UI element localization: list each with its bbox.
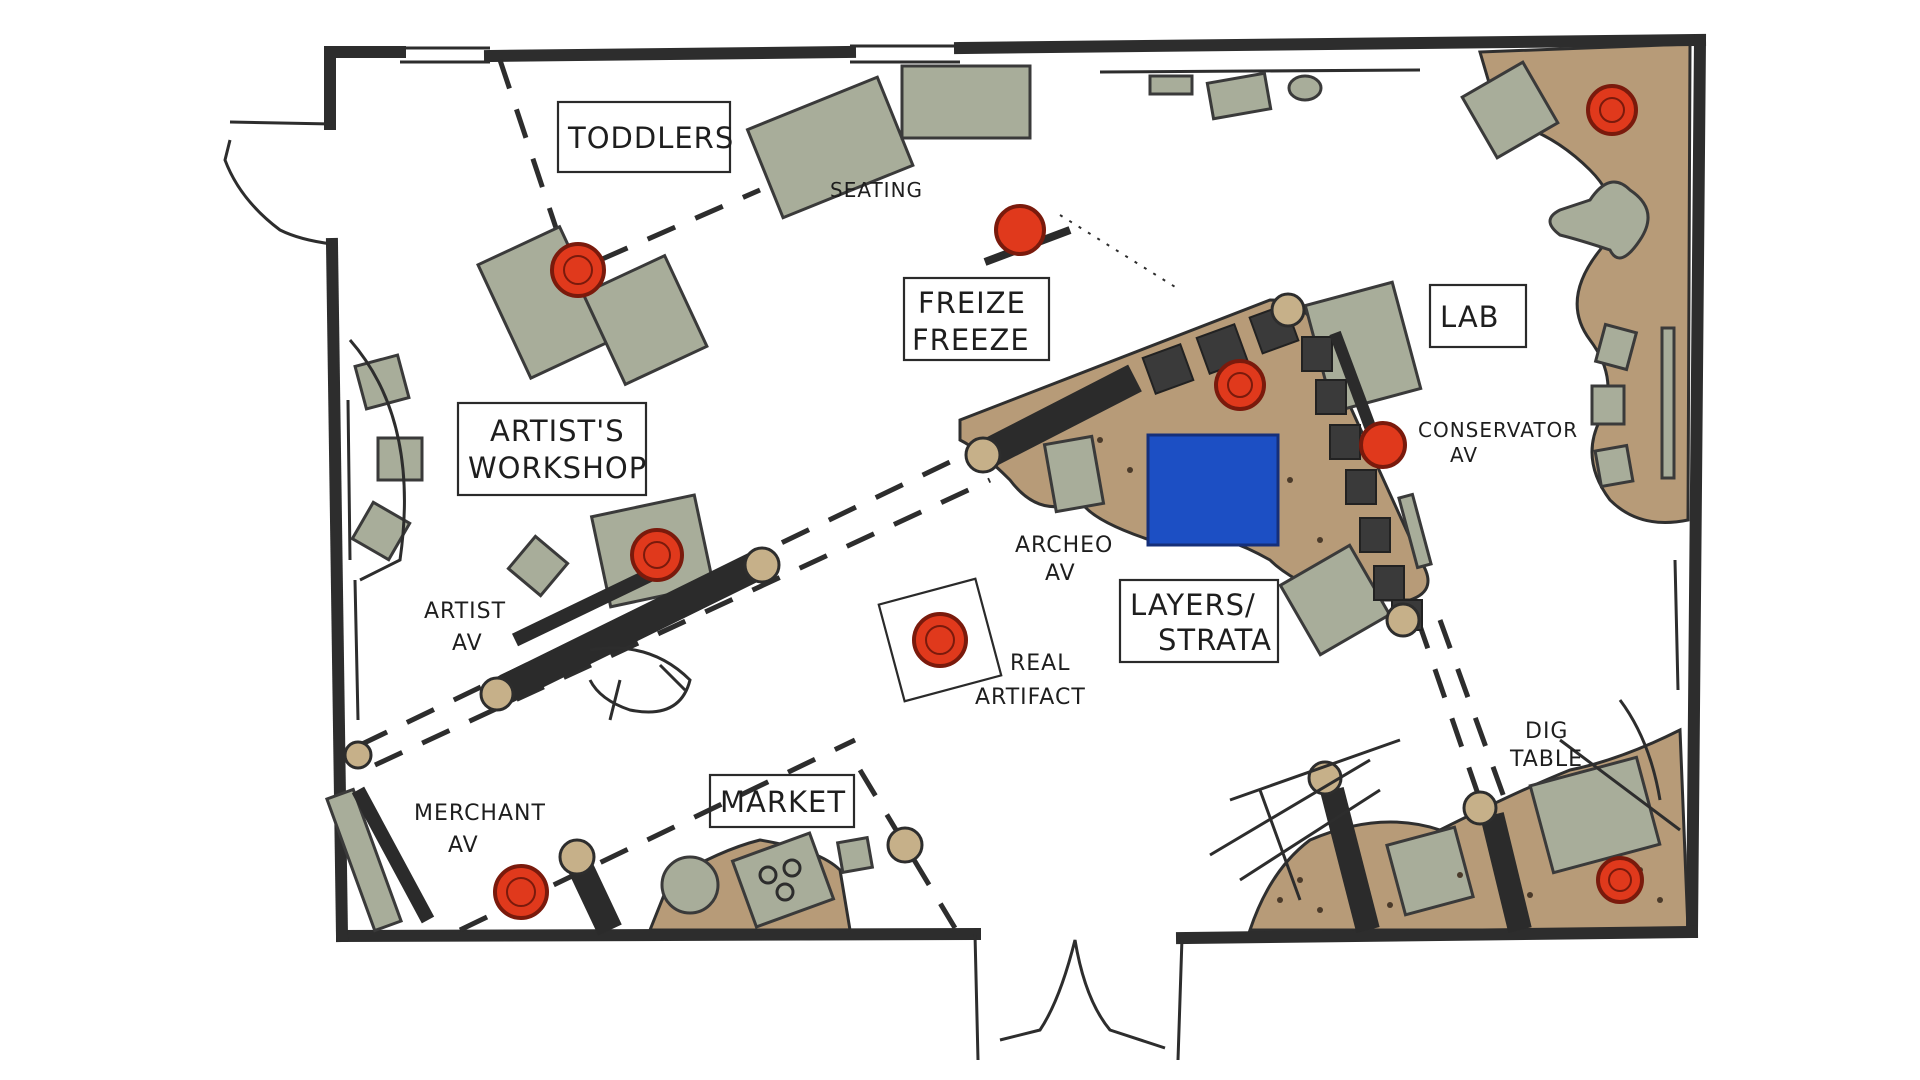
market-stall-dishes	[758, 858, 802, 902]
east-wall	[1685, 33, 1707, 939]
conservator-av-label-line2: AV	[1450, 443, 1478, 467]
real-artifact-label-line2: ARTIFACT	[975, 685, 1086, 710]
dig-side-bench	[1385, 825, 1475, 917]
freeze-dotted-line	[1059, 214, 1181, 291]
lab-corner-floor	[1478, 42, 1692, 524]
layers-label-box	[1118, 578, 1280, 664]
dig-post-b	[1480, 812, 1532, 933]
merchant-screen	[324, 787, 404, 933]
freize-label-line1: FREIZE	[918, 286, 1026, 320]
freize-label-box	[902, 276, 1051, 362]
freeze-display-rail	[978, 364, 1142, 469]
merchant-av-label-line1: MERCHANT	[414, 801, 546, 826]
artifact-markers	[493, 84, 1644, 920]
artists-workshop-label-line1: ARTIST'S	[490, 414, 625, 448]
north-wall-objects	[1148, 71, 1323, 121]
south-wall-west	[335, 927, 982, 943]
toddler-play-blocks	[476, 224, 709, 387]
dig-sightline-a	[1415, 619, 1483, 801]
artists-workshop-label-box	[456, 401, 648, 497]
north-window-frames	[400, 44, 1421, 74]
lab-chair	[1548, 180, 1650, 260]
real-artifact-pedestal	[877, 577, 1003, 703]
market-basket	[660, 855, 720, 915]
artist-av-label-line1: ARTIST	[424, 599, 506, 624]
archeo-av-label-line2: AV	[1045, 561, 1076, 586]
merchant-av-screen	[351, 786, 435, 924]
archeo-av-screen	[1146, 433, 1280, 547]
south-wall-east	[1175, 925, 1699, 945]
entrance-doors	[973, 933, 1184, 1061]
archeo-av-label-line1: ARCHEO	[1015, 533, 1113, 558]
artist-av-screen	[511, 568, 654, 647]
display-post-caps	[343, 292, 1498, 876]
market-stall	[730, 831, 836, 929]
artist-display-rail	[491, 549, 769, 707]
seating-benches	[745, 64, 1032, 220]
real-artifact-label-line1: REAL	[1010, 651, 1071, 676]
dig-tools	[1209, 699, 1681, 901]
diagonal-sightline-lower	[373, 477, 992, 768]
dig-sightline-b	[1437, 619, 1508, 801]
north-wall-west	[324, 46, 406, 130]
seating-sightline	[598, 187, 762, 263]
west-alcove	[223, 120, 333, 246]
conservator-av-label-line1: CONSERVATOR	[1418, 418, 1578, 442]
toddler-divider	[497, 59, 563, 241]
dig-post-a	[1320, 787, 1380, 933]
conservator-av-screen	[1329, 330, 1381, 443]
workshop-stools	[348, 339, 424, 582]
layers-label-line1: LAYERS/	[1130, 588, 1256, 622]
layers-panel	[1278, 543, 1392, 657]
dig-table-label-line2: TABLE	[1509, 747, 1583, 772]
dig-table-label-line1: DIG	[1525, 719, 1568, 744]
lab-label-box	[1428, 283, 1528, 349]
lab-label: LAB	[1440, 300, 1500, 334]
archeo-screen	[1042, 434, 1106, 514]
north-wall-mid	[483, 45, 857, 63]
market-crate	[835, 835, 875, 875]
toddlers-label: TODDLERS	[567, 121, 734, 155]
merchant-av-label-line2: AV	[448, 833, 479, 858]
west-wall-panels	[346, 399, 1680, 721]
artist-stool	[506, 534, 570, 598]
seating-label: SEATING	[830, 178, 923, 202]
artist-av-label-line2: AV	[452, 631, 483, 656]
layers-label-line2: STRATA	[1158, 623, 1272, 657]
north-wall-east	[953, 33, 1707, 55]
artist-stools-outline	[588, 646, 692, 721]
toddlers-label-box	[556, 100, 732, 174]
dig-table-top	[1528, 755, 1662, 875]
artists-workshop-label-line2: WORKSHOP	[468, 451, 647, 485]
market-label-box	[708, 773, 856, 829]
freize-label-line2: FREEZE	[912, 323, 1030, 357]
market-label: MARKET	[720, 785, 846, 819]
